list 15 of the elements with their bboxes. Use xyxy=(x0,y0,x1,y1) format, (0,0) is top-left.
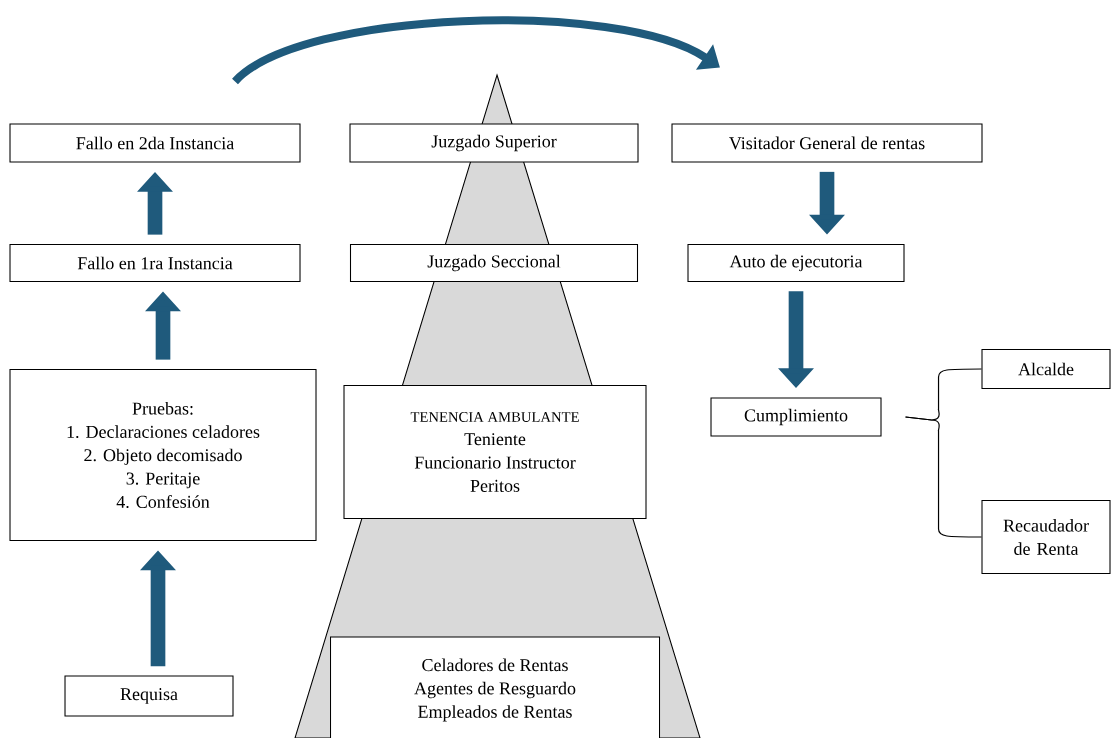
process-box: Fallo en 1ra Instancia xyxy=(9,243,301,283)
process-box: Alcalde xyxy=(981,348,1111,390)
process-box: Juzgado Superior xyxy=(349,123,639,163)
process-box: Visitador General de rentas xyxy=(671,123,983,163)
list-box: Pruebas: 1. Declaraciones celadores 2. Objeto decomisado 3. Peritaje 4. Confesión xyxy=(9,368,317,542)
list-box: Celadores de Rentas Agentes de Resguardo Empleados de Rentas xyxy=(329,636,661,738)
curved-arrow xyxy=(232,16,720,85)
process-box: Auto de ejecutoria xyxy=(687,243,905,283)
brace xyxy=(904,416,983,538)
process-box: Requisa xyxy=(64,675,234,717)
process-box: Recaudador de Renta xyxy=(981,499,1111,575)
process-box: Juzgado Seccional xyxy=(349,243,639,283)
process-box: Cumplimiento xyxy=(710,397,882,437)
process-box: Fallo en 2da Instancia xyxy=(9,123,301,163)
list-box: TENENCIA AMBULANTE Teniente Funcionario Instructor Peritos xyxy=(343,384,647,520)
